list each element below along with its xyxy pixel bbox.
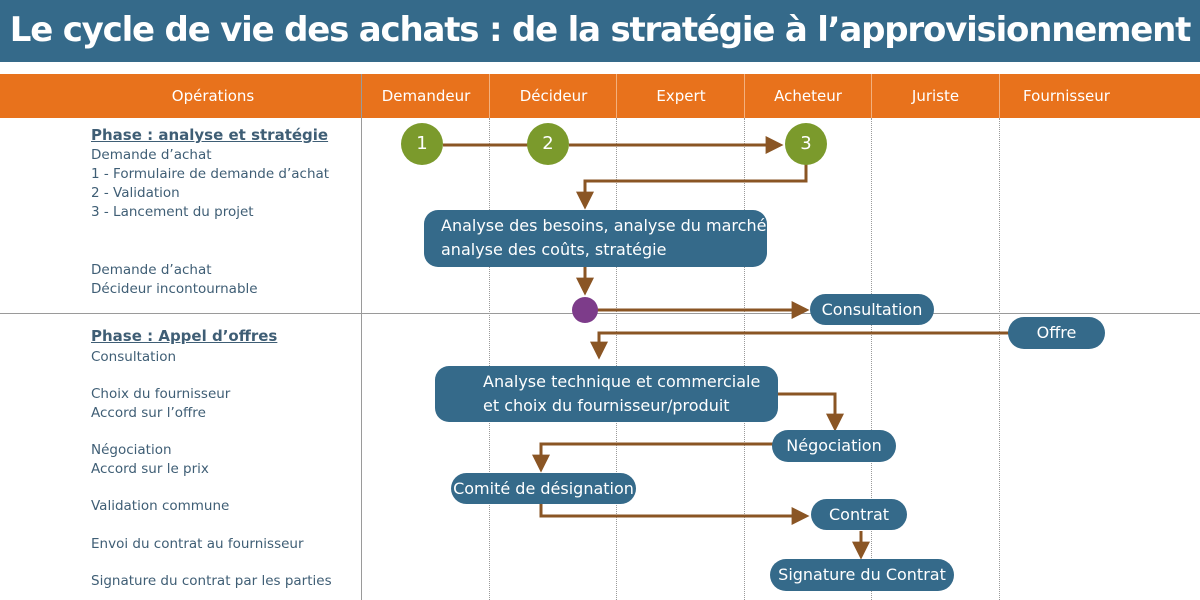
header-fournisseur: Fournisseur [1023, 87, 1110, 105]
operation-label: Demande d’achat [91, 147, 212, 163]
step-2-circle: 2 [527, 123, 569, 165]
page-title: Le cycle de vie des achats : de la strat… [9, 10, 1192, 50]
phase-title-analyse: Phase : analyse et stratégie [91, 126, 329, 144]
header-divider [744, 74, 745, 118]
operation-label: 3 - Lancement du projet [91, 204, 254, 220]
analysis-box: Analyse des besoins, analyse du marché, … [424, 210, 772, 267]
phase-divider [0, 313, 1200, 314]
phase-title-appel-offres: Phase : Appel d’offres [91, 327, 278, 345]
header-acheteur: Acheteur [774, 87, 842, 105]
header-expert: Expert [656, 87, 706, 105]
operation-label: Accord sur l’offre [91, 405, 206, 421]
header-divider [999, 74, 1000, 118]
negociation-box: Négociation [772, 430, 896, 462]
step-3-circle: 3 [785, 123, 827, 165]
step-1-circle: 1 [401, 123, 443, 165]
operation-label: 1 - Formulaire de demande d’achat [91, 166, 330, 182]
header-operations: Opérations [171, 87, 255, 105]
operation-label: Accord sur le prix [91, 461, 209, 477]
lane-divider [871, 118, 872, 600]
header-divider [489, 74, 490, 118]
technical-line-1: Analyse technique et commerciale [483, 372, 761, 391]
lane-divider [999, 118, 1000, 600]
operations-divider [361, 74, 362, 600]
offre-box: Offre [1008, 317, 1105, 349]
comite-box: Comité de désignation [451, 473, 636, 504]
technical-line-2: et choix du fournisseur/produit [483, 396, 730, 415]
arrow-step3-analysis [576, 164, 808, 210]
title-bar [0, 0, 1200, 62]
swimlane-header [0, 74, 1200, 118]
analysis-line-2: analyse des coûts, stratégie [441, 240, 667, 259]
operation-label: Signature du contrat par les parties [91, 573, 332, 589]
lane-divider [744, 118, 745, 600]
operation-label: Demande d’achat [91, 262, 212, 278]
signature-box: Signature du Contrat [770, 559, 954, 591]
arrow-negociation-comite [532, 442, 774, 473]
arrow-analysis-negociation [777, 392, 844, 432]
decision-dot [572, 297, 598, 323]
operation-label: Négociation [91, 442, 172, 458]
lane-divider [489, 118, 490, 600]
header-demandeur: Demandeur [381, 87, 471, 105]
arrow-offre-analysis [590, 331, 1009, 360]
technical-analysis-box: Analyse technique et commerciale et choi… [435, 366, 778, 422]
contrat-box: Contrat [811, 499, 907, 530]
analysis-line-1: Analyse des besoins, analyse du marché, [441, 216, 772, 235]
operation-label: Décideur incontournable [91, 281, 258, 297]
header-decideur: Décideur [519, 87, 588, 105]
operation-label: Envoi du contrat au fournisseur [91, 536, 304, 552]
operation-label: 2 - Validation [91, 185, 180, 201]
operation-label: Choix du fournisseur [91, 386, 231, 402]
header-divider [616, 74, 617, 118]
operation-label: Consultation [91, 349, 177, 365]
operation-label: Validation commune [91, 498, 230, 514]
consultation-box: Consultation [810, 294, 934, 325]
header-juriste: Juriste [911, 87, 960, 105]
header-divider [871, 74, 872, 118]
arrow-comite-contrat [539, 504, 810, 525]
lane-divider [616, 118, 617, 600]
